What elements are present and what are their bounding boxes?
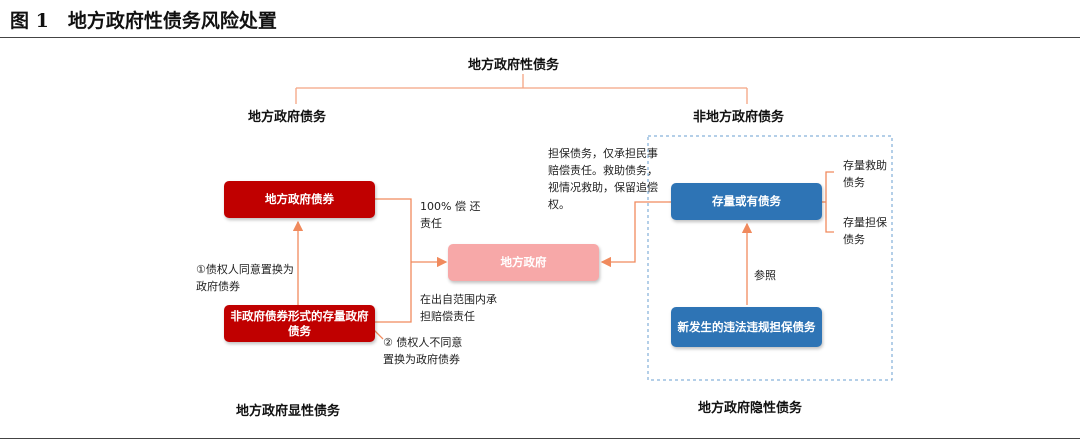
non-local-gov-debt-label: 非地方政府债务 xyxy=(693,110,785,125)
local-gov-debt-label: 地方政府债务 xyxy=(248,110,327,125)
stock-contingent-debt-box: 存量或有债务 xyxy=(671,183,822,220)
figure-title: 图 1 地方政府性债务风险处置 xyxy=(10,10,277,32)
root-label: 地方政府性债务 xyxy=(468,58,560,73)
top-rule xyxy=(0,37,1080,38)
non-bond-stock-debt-box: 非政府债券形式的存量政府债务 xyxy=(224,305,375,342)
implicit-debt-region xyxy=(647,135,893,381)
left-bracket-line xyxy=(375,198,412,323)
implicit-debt-label: 地方政府隐性债务 xyxy=(698,401,803,416)
limited-liability-note: 在出自范围内承担赔偿责任 xyxy=(420,293,497,323)
explicit-debt-label: 地方政府显性债务 xyxy=(236,404,341,419)
right-bracket-line xyxy=(825,171,834,233)
repay-full-note: 100% 偿 还 责任 xyxy=(420,200,481,230)
from-contingent-arrow xyxy=(600,201,671,268)
bottom-rule xyxy=(0,438,1080,439)
stock-rescue-note: 存量救助债务 xyxy=(843,159,887,189)
local-gov-box: 地方政府 xyxy=(448,244,599,281)
swap-agree-note: ①债权人同意置换为政府债券 xyxy=(196,263,294,293)
new-illegal-guarantee-box: 新发生的违法违规担保债务 xyxy=(671,307,822,347)
guarantee-policy-note: 担保债务，仅承担民事赔偿责任。救助债务，视情况救助，保留追偿权。 xyxy=(548,147,658,211)
gov-bonds-box: 地方政府债券 xyxy=(224,181,375,218)
disagree-leader-line xyxy=(373,329,384,340)
stock-guarantee-note: 存量担保债务 xyxy=(843,216,887,246)
reference-note: 参照 xyxy=(754,269,776,282)
swap-disagree-note: ② 债权人不同意置换为政府债券 xyxy=(383,336,463,366)
